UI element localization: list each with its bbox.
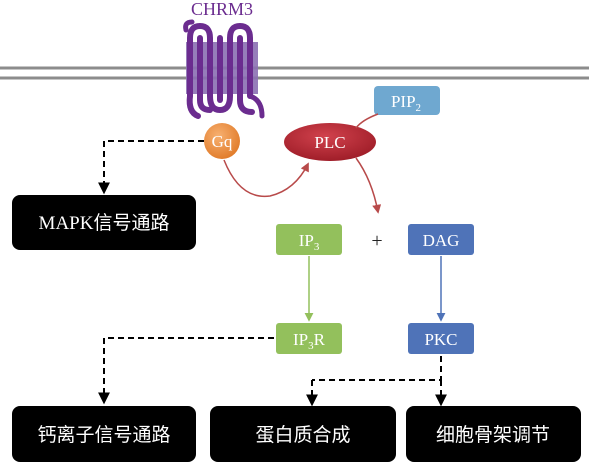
mapk-pathway-box: MAPK信号通路	[12, 195, 196, 250]
cell-membrane	[0, 66, 589, 80]
ip3-label: IP3	[299, 231, 320, 253]
ip3-sub: 3	[314, 241, 320, 253]
dag-node: DAG	[408, 224, 474, 255]
gq-label: Gq	[212, 132, 233, 151]
chrm3-receptor-icon	[183, 19, 265, 119]
protein-synthesis-box: 蛋白质合成	[210, 406, 396, 462]
ip3r-label: IP3R	[293, 330, 326, 352]
pip2-base: PIP	[391, 92, 416, 111]
plc-label: PLC	[314, 133, 345, 152]
ip3r-to-calcium-arrow	[98, 337, 274, 405]
mapk-pathway-label: MAPK信号通路	[39, 212, 170, 234]
pip2-sub: 2	[416, 102, 422, 114]
plc-node: PLC	[284, 123, 376, 161]
ip3r-tail: R	[314, 330, 326, 349]
receptor-label: CHRM3	[191, 0, 253, 19]
pip2-label: PIP2	[391, 92, 421, 114]
ip3r-base: IP	[293, 330, 308, 349]
ip3r-sub: 3	[308, 340, 314, 352]
plc-to-products-arrow	[355, 157, 382, 214]
calcium-pathway-box: 钙离子信号通路	[12, 406, 196, 462]
gq-node: Gq	[204, 123, 240, 159]
ip3r-node: IP3R	[276, 323, 342, 354]
ip3-node: IP3	[276, 224, 342, 255]
pip2-to-plc-connector	[355, 113, 379, 129]
pip2-node: PIP2	[374, 86, 440, 115]
cytoskeleton-regulation-label: 细胞骨架调节	[436, 424, 550, 446]
plus-sign: +	[371, 230, 382, 252]
pkc-label: PKC	[424, 330, 457, 349]
protein-synthesis-label: 蛋白质合成	[255, 424, 350, 446]
cytoskeleton-regulation-box: 细胞骨架调节	[406, 406, 581, 462]
gq-to-mapk-arrow	[98, 140, 204, 195]
calcium-pathway-label: 钙离子信号通路	[37, 424, 170, 446]
dag-label: DAG	[423, 231, 460, 250]
pkc-to-outputs-trunk	[312, 356, 442, 381]
gq-to-plc-arrow	[223, 159, 309, 198]
pkc-node: PKC	[408, 323, 474, 354]
ip3-base: IP	[299, 231, 314, 250]
